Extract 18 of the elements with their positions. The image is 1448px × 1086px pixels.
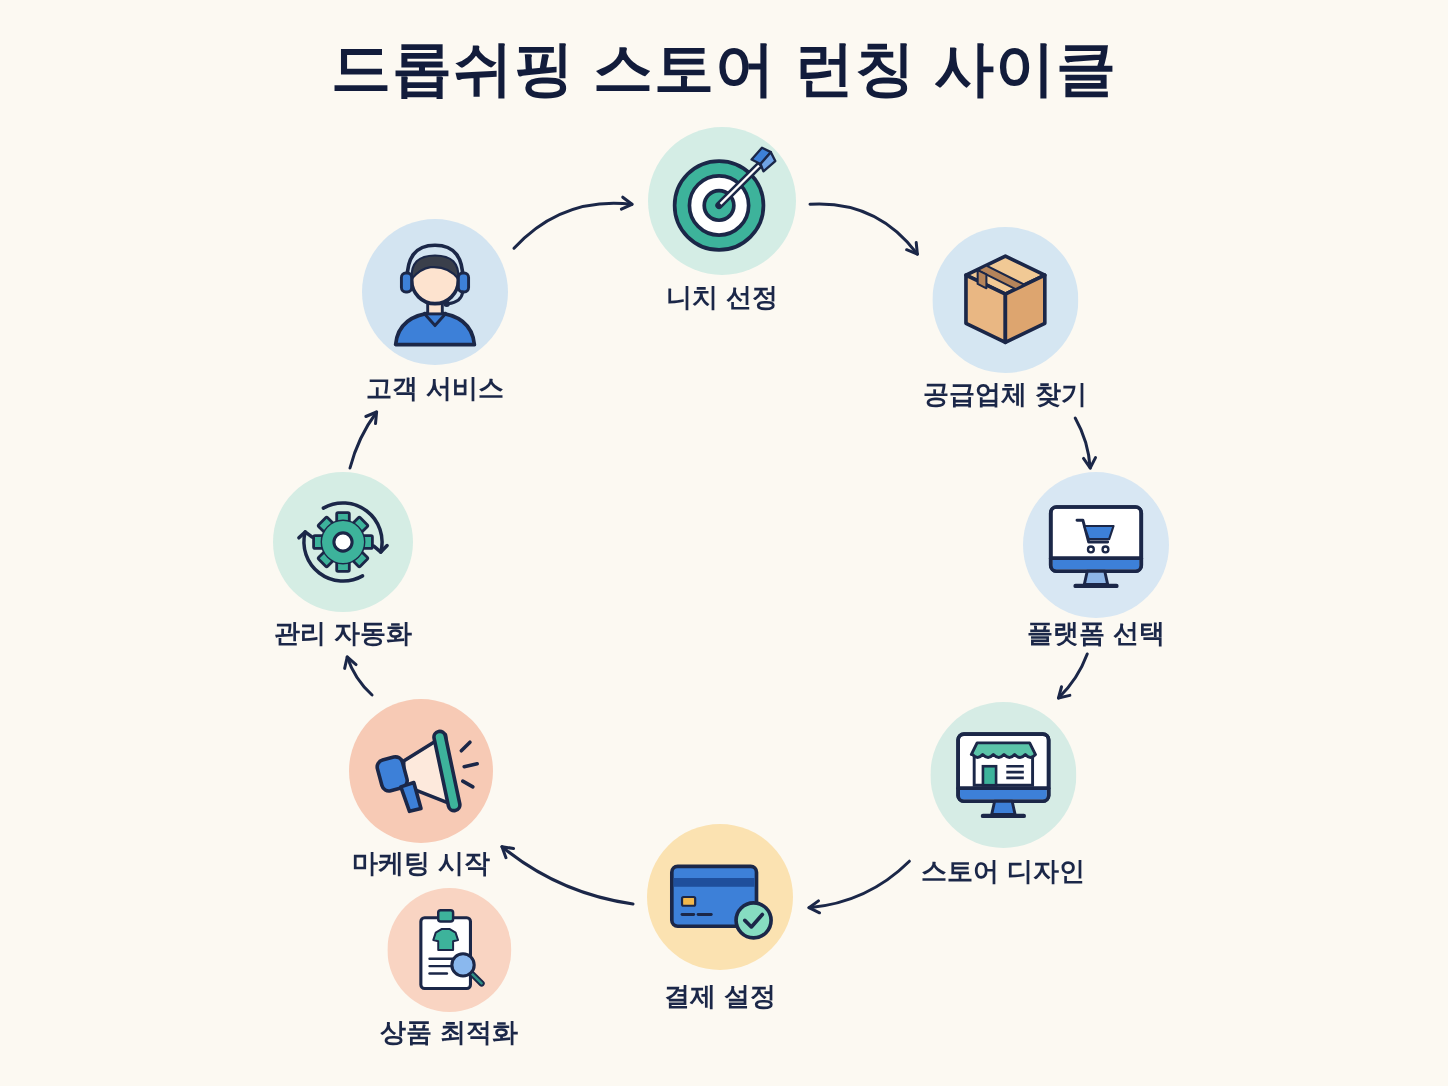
arrow bbox=[1057, 652, 1089, 700]
step-label: 상품 최적화 bbox=[380, 1018, 518, 1046]
arrow bbox=[1073, 416, 1097, 470]
step-label: 고객 서비스 bbox=[366, 374, 504, 402]
step-label: 니치 선정 bbox=[666, 283, 778, 311]
arrow bbox=[343, 655, 374, 697]
title: 드롭쉬핑 스토어 런칭 사이클 bbox=[331, 34, 1117, 104]
arrow bbox=[807, 859, 911, 915]
step-label: 관리 자동화 bbox=[274, 619, 412, 647]
step-label: 마케팅 시작 bbox=[352, 849, 490, 877]
step-label: 플랫폼 선택 bbox=[1027, 619, 1165, 647]
arrow bbox=[348, 410, 379, 470]
step-label: 결제 설정 bbox=[664, 982, 776, 1010]
step-label: 스토어 디자인 bbox=[921, 857, 1085, 885]
arrow bbox=[500, 845, 635, 906]
arrow bbox=[808, 202, 919, 256]
step-label: 공급업체 찾기 bbox=[923, 380, 1087, 408]
arrow bbox=[512, 196, 634, 250]
